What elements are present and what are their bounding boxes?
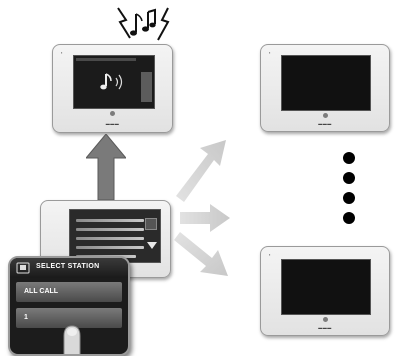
all-call-row[interactable]: ALL CALL	[16, 282, 122, 302]
station-list-screen	[69, 209, 161, 263]
bottom-right-monitor: ▪ ▬▬▬	[260, 246, 390, 336]
incoming-sound-icon	[98, 71, 128, 93]
bottom-right-screen	[281, 259, 371, 315]
call-screen	[73, 55, 155, 109]
station-icon	[16, 262, 30, 274]
panel-header: SELECT STATION	[10, 258, 128, 278]
top-right-screen	[281, 55, 371, 111]
pointing-finger-icon	[54, 322, 90, 356]
top-left-monitor: ▪ ▬▬▬	[52, 44, 173, 133]
screen-top-bar	[76, 58, 136, 61]
broadcast-arrow-icon	[170, 126, 260, 282]
scroll-down-icon	[147, 240, 157, 250]
up-arrow-icon	[86, 134, 126, 200]
screen-side-buttons	[141, 72, 152, 102]
top-right-monitor: ▪ ▬▬▬	[260, 44, 390, 132]
ellipsis-dots	[340, 150, 360, 230]
all-call-label: ALL CALL	[24, 288, 58, 295]
music-note-lightning-icon	[108, 6, 174, 46]
select-station-panel: SELECT STATION ALL CALL 1	[8, 256, 130, 356]
station-1-label: 1	[24, 314, 28, 321]
panel-title: SELECT STATION	[36, 263, 99, 270]
